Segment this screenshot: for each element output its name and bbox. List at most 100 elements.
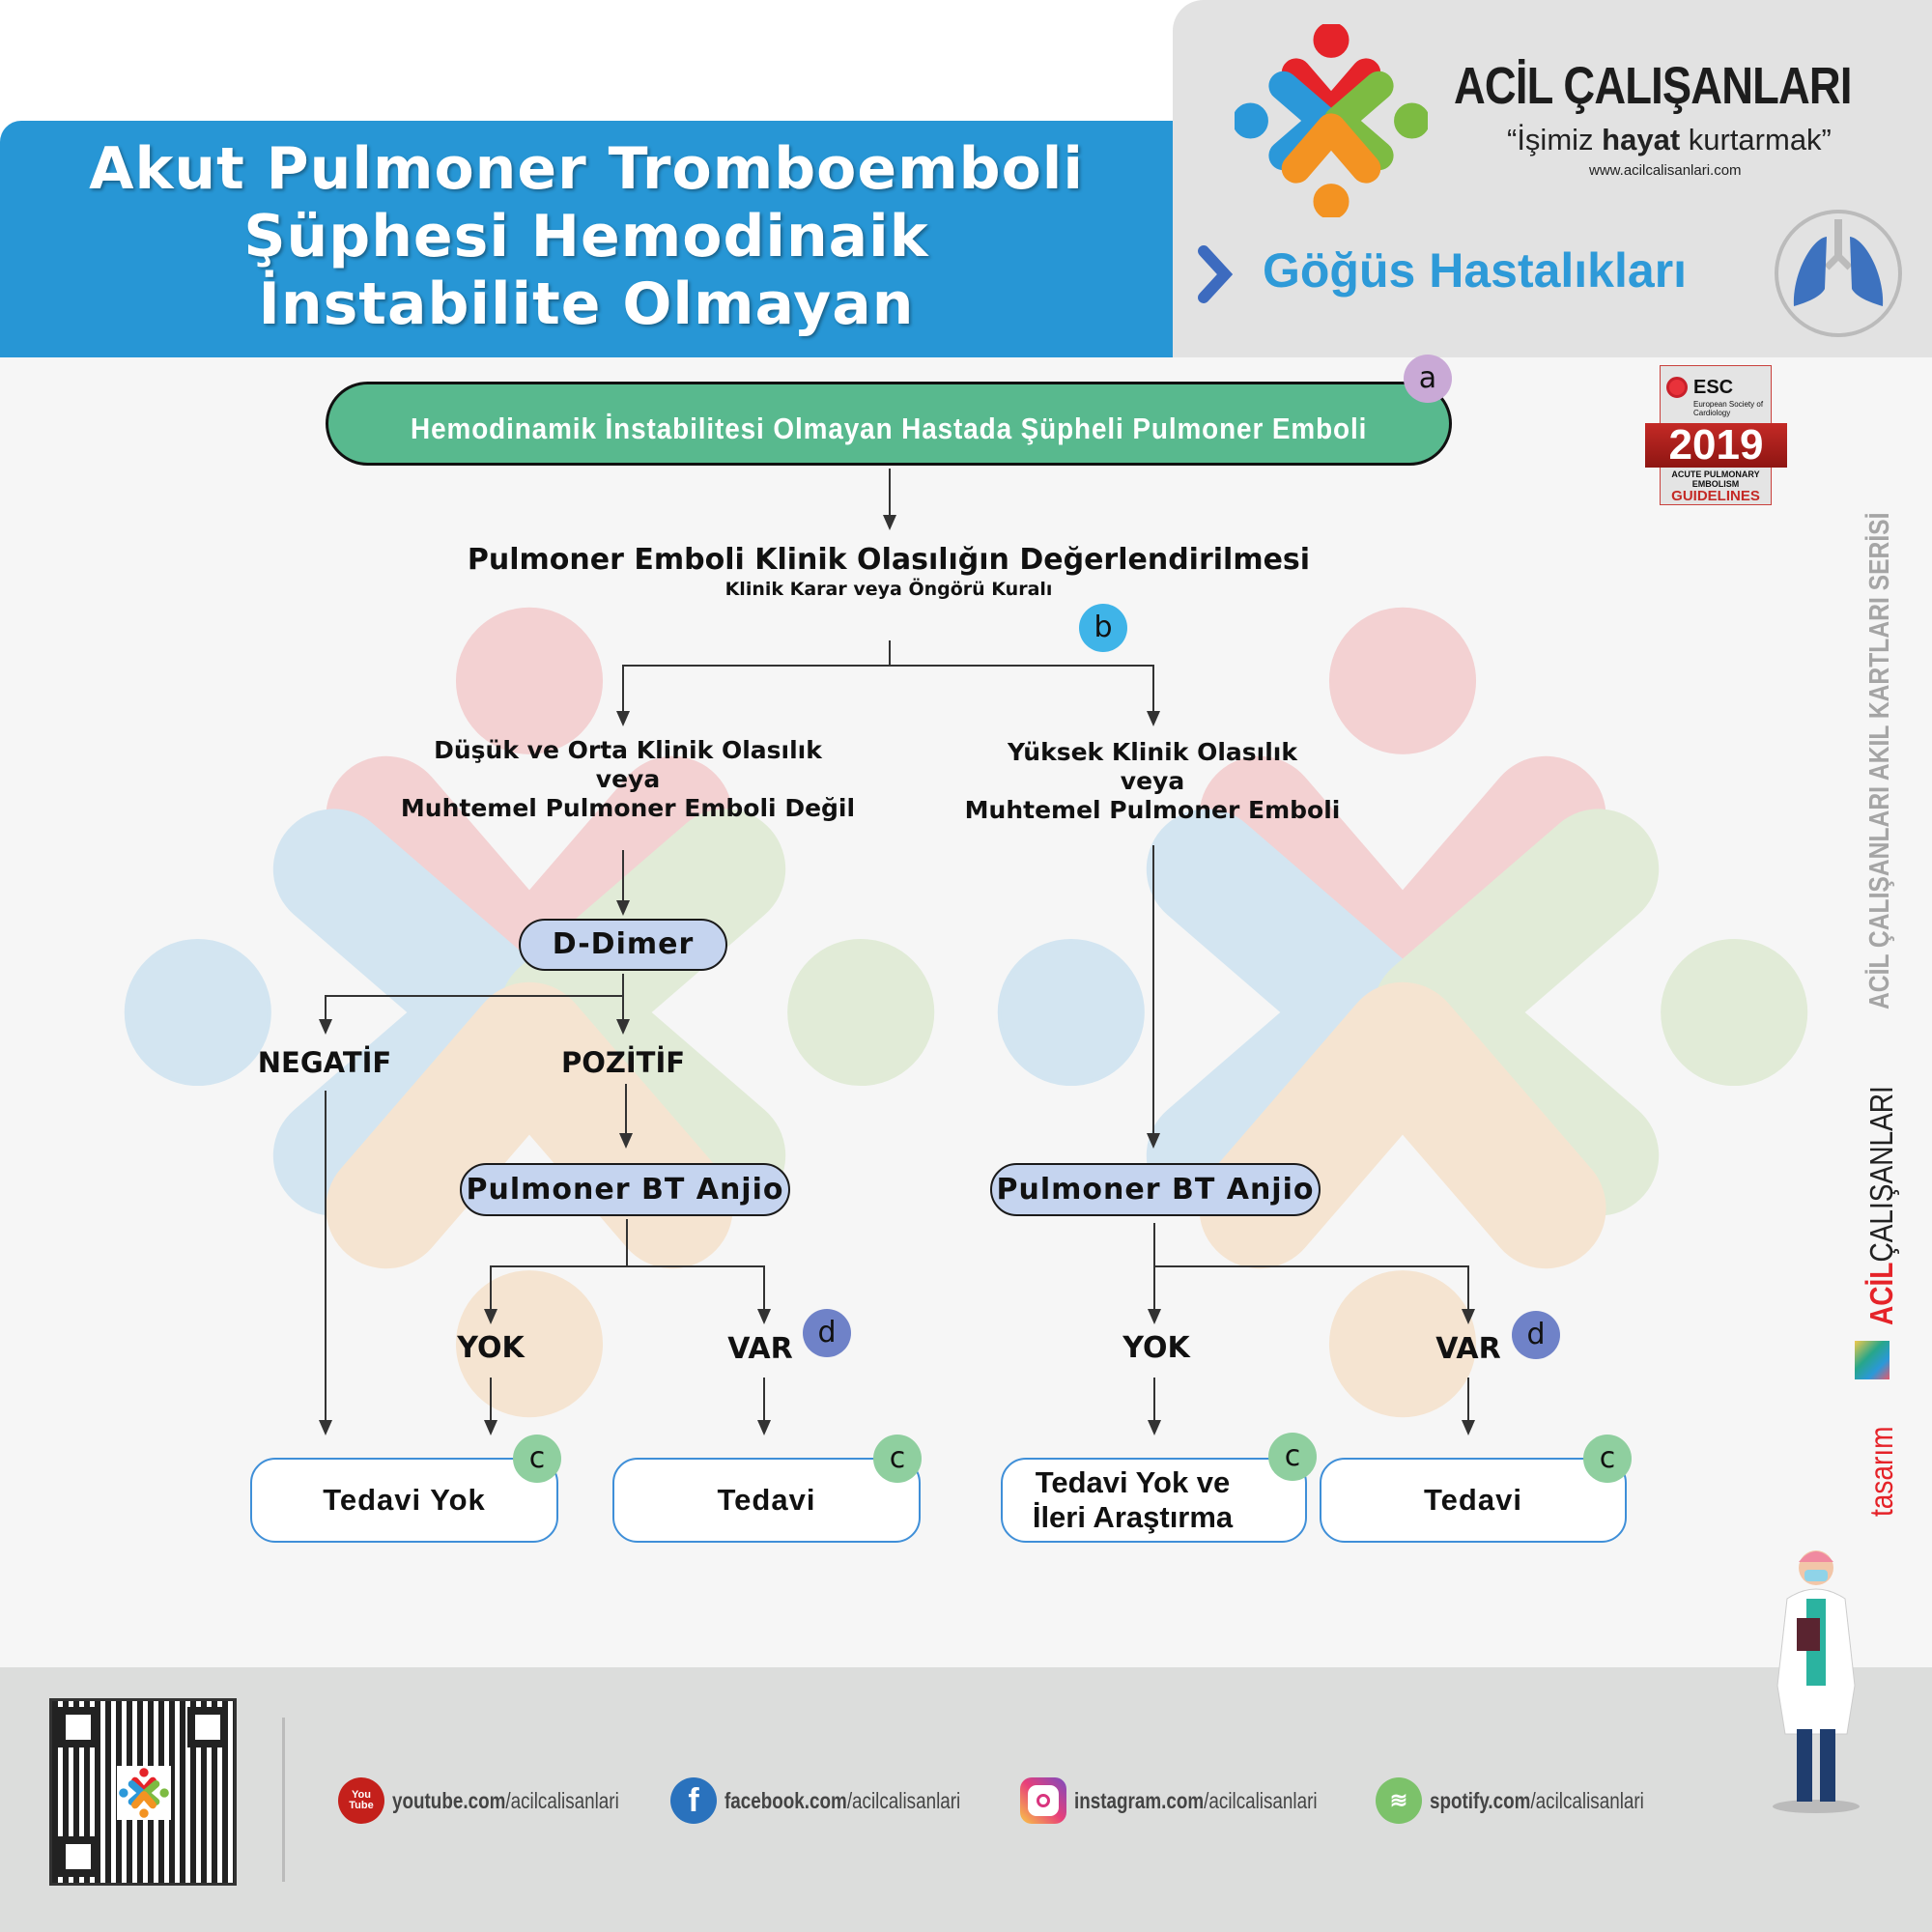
connector — [325, 1091, 327, 1421]
instagram-link[interactable]: instagram.com/acilcalisanlari — [1020, 1777, 1371, 1824]
badge-d[interactable]: d — [803, 1309, 851, 1357]
brand-name: ACİL ÇALIŞANLARI — [1454, 57, 1852, 115]
assessment-title: Pulmoner Emboli Klinik Olasılığın Değerl… — [467, 543, 1311, 577]
outcome-treatment-right: Tedavi — [1320, 1458, 1627, 1543]
arrow-down-icon — [1148, 1420, 1161, 1435]
brand-url[interactable]: www.acilcalisanlari.com — [1589, 162, 1742, 179]
yes-label-left: VAR — [727, 1332, 793, 1366]
connector — [763, 1265, 765, 1310]
connector — [326, 995, 624, 997]
connector — [1467, 1378, 1469, 1422]
palette-icon — [1855, 1341, 1889, 1379]
negative-label: NEGATİF — [257, 1046, 392, 1079]
positive-label: POZİTİF — [560, 1046, 686, 1079]
arrow-down-icon — [616, 711, 630, 726]
facebook-icon: f — [670, 1777, 717, 1824]
no-label-left: YOK — [457, 1331, 525, 1365]
connector — [622, 850, 624, 902]
connector — [490, 1265, 492, 1310]
badge-c[interactable]: c — [873, 1435, 922, 1483]
connector — [622, 974, 624, 1020]
badge-a[interactable]: a — [1404, 355, 1452, 403]
arrow-down-icon — [616, 900, 630, 916]
badge-c[interactable]: c — [513, 1435, 561, 1483]
ct-angio-left-node: Pulmoner BT Anjio — [460, 1163, 790, 1216]
yes-label-right: VAR — [1435, 1332, 1501, 1366]
page-title-line-3: İnstabilite Olmayan — [258, 270, 915, 338]
connector — [1152, 845, 1154, 1135]
badge-c[interactable]: c — [1268, 1433, 1317, 1481]
page-title-line-2: Şüphesi Hemodinaik — [243, 203, 929, 270]
arrow-down-icon — [1462, 1309, 1475, 1324]
ct-angio-right-node: Pulmoner BT Anjio — [990, 1163, 1321, 1216]
esc-year: 2019 — [1645, 423, 1787, 468]
outcome-no-treatment: Tedavi Yok — [250, 1458, 558, 1543]
connector — [1467, 1265, 1469, 1310]
arrow-down-icon — [1462, 1420, 1475, 1435]
connector — [626, 1219, 628, 1267]
title-banner — [0, 121, 1173, 357]
connector — [1153, 1223, 1155, 1267]
connector — [889, 640, 891, 667]
connector — [325, 995, 327, 1020]
footer — [0, 1667, 1932, 1932]
connector — [1152, 665, 1154, 713]
arrow-down-icon — [319, 1019, 332, 1035]
connector — [1153, 1265, 1469, 1267]
arrow-down-icon — [1147, 711, 1160, 726]
instagram-icon — [1020, 1777, 1066, 1824]
outcome-treatment-left: Tedavi — [612, 1458, 921, 1543]
connector — [622, 665, 624, 713]
category-title: Göğüs Hastalıkları — [1263, 243, 1688, 298]
esc-org-full: European Society of Cardiology — [1693, 400, 1764, 417]
spotify-link[interactable]: ≋spotify.com/acilcalisanlari — [1376, 1777, 1691, 1824]
lungs-icon — [1775, 210, 1902, 337]
connector — [889, 469, 891, 517]
youtube-icon: You Tube — [338, 1777, 384, 1824]
esc-org: ESC — [1693, 377, 1734, 398]
start-node-label: Hemodinamik İnstabilitesi Olmayan Hastad… — [410, 411, 1368, 445]
arrow-down-icon — [1147, 1133, 1160, 1149]
brand-tagline: “İşimiz hayat kurtarmak” — [1507, 123, 1832, 156]
start-node: Hemodinamik İnstabilitesi Olmayan Hastad… — [326, 382, 1452, 466]
assessment-subtitle: Klinik Karar veya Öngörü Kuralı — [724, 579, 1053, 600]
esc-heart-icon — [1666, 377, 1688, 398]
connector — [625, 1084, 627, 1134]
connector — [623, 665, 1154, 667]
badge-c[interactable]: c — [1583, 1435, 1632, 1483]
arrow-down-icon — [619, 1133, 633, 1149]
connector — [1153, 1378, 1155, 1422]
badge-d[interactable]: d — [1512, 1311, 1560, 1359]
arrow-down-icon — [616, 1019, 630, 1035]
brand-logo — [1235, 24, 1428, 217]
footer-divider — [282, 1718, 285, 1882]
connector — [1153, 1265, 1155, 1310]
connector — [763, 1378, 765, 1422]
page-title-line-1: Akut Pulmoner Tromboemboli — [89, 135, 1084, 203]
badge-b[interactable]: b — [1079, 604, 1127, 652]
arrow-down-icon — [757, 1420, 771, 1435]
designer-prefix: tasarım — [1863, 1426, 1899, 1517]
arrow-down-icon — [883, 515, 896, 530]
arrow-down-icon — [319, 1420, 332, 1435]
chevron-right-icon — [1198, 245, 1234, 303]
connector — [491, 1265, 765, 1267]
designer-credit: ACİLÇALIŞANLARI — [1863, 1086, 1899, 1325]
connector — [490, 1378, 492, 1422]
spotify-icon: ≋ — [1376, 1777, 1422, 1824]
arrow-down-icon — [1148, 1309, 1161, 1324]
arrow-down-icon — [757, 1309, 771, 1324]
series-label: ACİL ÇALIŞANLARI AKIL KARTLARI SERİSİ — [1864, 512, 1895, 1009]
no-label-right: YOK — [1122, 1331, 1190, 1365]
arrow-down-icon — [484, 1309, 497, 1324]
arrow-down-icon — [484, 1420, 497, 1435]
d-dimer-node: D-Dimer — [519, 919, 727, 971]
qr-code[interactable] — [49, 1698, 237, 1886]
doctor-illustration — [1773, 1550, 1860, 1813]
